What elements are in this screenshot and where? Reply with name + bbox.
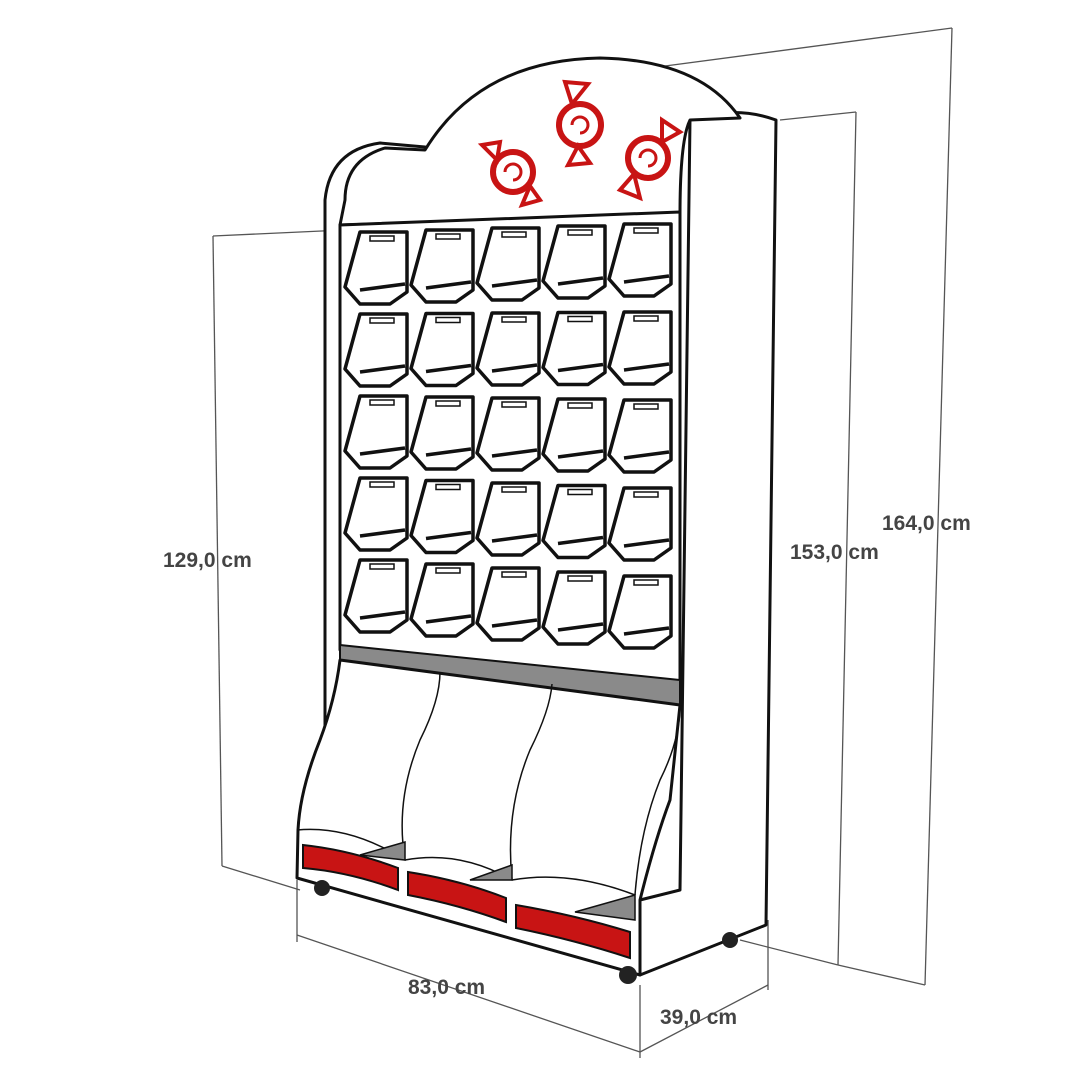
candy-bin: [607, 398, 673, 474]
candy-bin: [475, 396, 541, 472]
candy-bin: [541, 310, 607, 387]
bin-divider: [509, 683, 553, 881]
candy-bin: [343, 394, 409, 470]
candy-bin: [343, 476, 409, 552]
candy-bin: [475, 481, 541, 557]
bin-handle: [435, 316, 461, 324]
dim-total-top-ext: [649, 27, 953, 69]
bin-divider: [401, 671, 441, 861]
bin-divider: [634, 704, 681, 896]
caster-wheel: [619, 966, 637, 984]
bin-handle: [369, 399, 395, 406]
candy-bin: [475, 311, 541, 387]
dim-total-bottom-ext: [837, 964, 926, 986]
candy-bin: [607, 222, 673, 298]
candy-bin: [475, 566, 541, 642]
bins-grid: [343, 222, 673, 650]
bottom-bin-lips: [296, 828, 636, 896]
dim-side-top-ext: [779, 111, 857, 121]
arched-header: [338, 56, 742, 227]
candy-bin: [475, 226, 541, 302]
bin-handle: [369, 317, 395, 324]
dim-width: [296, 934, 641, 1053]
dim-front-height: [212, 235, 223, 867]
bin-handle: [501, 486, 527, 493]
bottom-cabinet: [295, 658, 682, 977]
candy-bin: [343, 558, 409, 634]
label-depth: 39,0 cm: [660, 1006, 737, 1029]
candy-icon: [556, 79, 604, 168]
candy-bin: [607, 310, 673, 386]
bin-handle: [435, 400, 461, 407]
dimension-lines: [212, 27, 953, 1058]
candy-bin: [541, 483, 607, 560]
bin-handle: [501, 316, 527, 323]
candy-bin: [409, 311, 475, 388]
red-panel-right: [515, 903, 631, 960]
candy-bin: [343, 312, 409, 388]
bin-handle: [369, 563, 395, 570]
candy-bin: [409, 562, 475, 638]
bin-handle: [501, 401, 527, 408]
candy-bin: [409, 228, 475, 304]
dim-total-height: [924, 27, 953, 986]
candy-bin: [607, 574, 673, 650]
dim-front-bottom-ext: [221, 865, 301, 891]
dim-side-bottom-ext: [739, 939, 839, 966]
label-side-height: 153,0 cm: [790, 541, 879, 564]
bin-handle: [501, 571, 527, 578]
dim-depth: [639, 984, 769, 1053]
bin-handle: [633, 227, 659, 234]
candy-bin: [343, 230, 409, 306]
bin-handle: [633, 403, 659, 410]
bin-handle: [501, 231, 527, 238]
bin-handle: [633, 315, 659, 322]
bottom-bins: [295, 658, 738, 984]
candy-bin: [409, 478, 475, 555]
bin-handle: [369, 235, 395, 242]
dim-side-height: [837, 111, 857, 966]
bin-handle: [633, 491, 659, 498]
bin-handle: [567, 229, 593, 236]
label-front-height: 129,0 cm: [163, 549, 252, 572]
candy-bin: [607, 486, 673, 562]
bin-floors: [359, 841, 636, 921]
label-width: 83,0 cm: [408, 976, 485, 999]
caster-wheel: [314, 880, 330, 896]
bin-handle: [567, 575, 593, 582]
bin-handle: [567, 315, 593, 323]
bin-handle: [567, 488, 593, 496]
label-total-height: 164,0 cm: [882, 512, 971, 535]
candy-bin: [541, 224, 607, 300]
red-panel-middle: [407, 870, 507, 924]
bin-handle: [435, 233, 461, 240]
caster-wheel: [722, 932, 738, 948]
bin-handle: [435, 483, 461, 491]
candy-bin: [409, 395, 475, 471]
bin-handle: [369, 481, 395, 488]
bin-handle: [435, 567, 461, 574]
candy-bin: [541, 570, 607, 646]
red-panel-left: [302, 843, 399, 892]
bin-handle: [633, 579, 659, 586]
candy-icon: [616, 116, 684, 202]
candy-bin: [541, 397, 607, 473]
candy-icon: [477, 139, 544, 209]
candy-logos: [477, 79, 684, 209]
bin-handle: [567, 402, 593, 409]
